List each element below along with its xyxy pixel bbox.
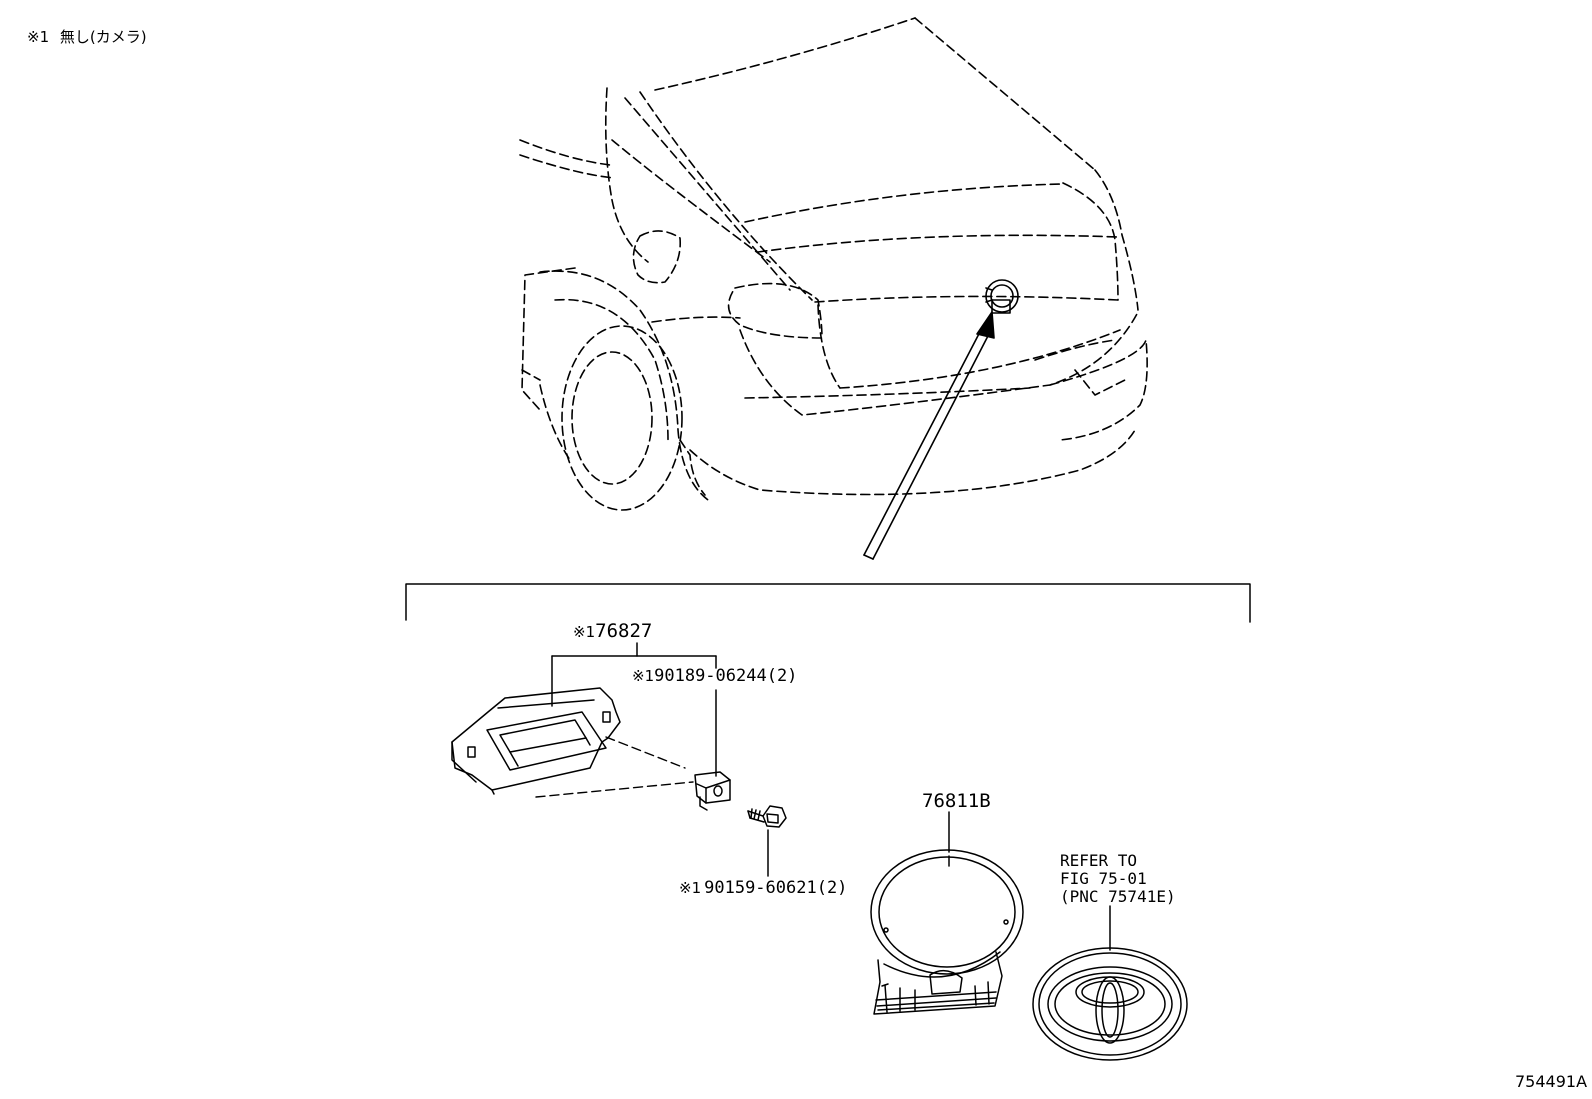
sheet-id: 754491A (1515, 1072, 1588, 1091)
toyota-emblem-icon (1032, 947, 1188, 1061)
part-number: 76827 (595, 620, 653, 642)
emblem-base (870, 849, 1024, 1015)
footnote-text: 無し(カメラ) (59, 28, 147, 46)
reference-note: REFER TO FIG 75-01 (PNC 75741E) (1060, 852, 1176, 906)
footnote: ※1 無し(カメラ) (27, 30, 147, 45)
part-number: 90159-60621(2) (704, 878, 848, 898)
reference-line-2: FIG 75-01 (1060, 868, 1147, 888)
vehicle-rear-outline (519, 17, 1148, 511)
part-number: 90189-06244(2) (654, 666, 798, 686)
part-prefix: ※1 (573, 623, 596, 641)
reference-line-3: (PNC 75741E) (1060, 886, 1176, 906)
part-number: 76811B (922, 790, 991, 812)
part-label-76827: ※176827 (573, 622, 652, 641)
detail-bracket (405, 583, 1251, 623)
reference-line-1: REFER TO (1060, 851, 1138, 870)
emblem-location-icon (985, 279, 1019, 314)
part-label-90189-06244: ※190189-06244(2) (632, 668, 797, 685)
leader-lines (551, 642, 1111, 951)
part-prefix: ※1 (632, 667, 655, 685)
part-prefix: ※1 (679, 879, 702, 897)
license-lamp-housing (451, 687, 621, 795)
pointer-arrow (863, 311, 995, 560)
part-label-76811b: 76811B (922, 792, 991, 811)
footnote-marker: ※1 (27, 28, 50, 46)
clip-nut (694, 771, 731, 811)
screw (747, 805, 787, 828)
install-guide-lines (535, 736, 694, 798)
